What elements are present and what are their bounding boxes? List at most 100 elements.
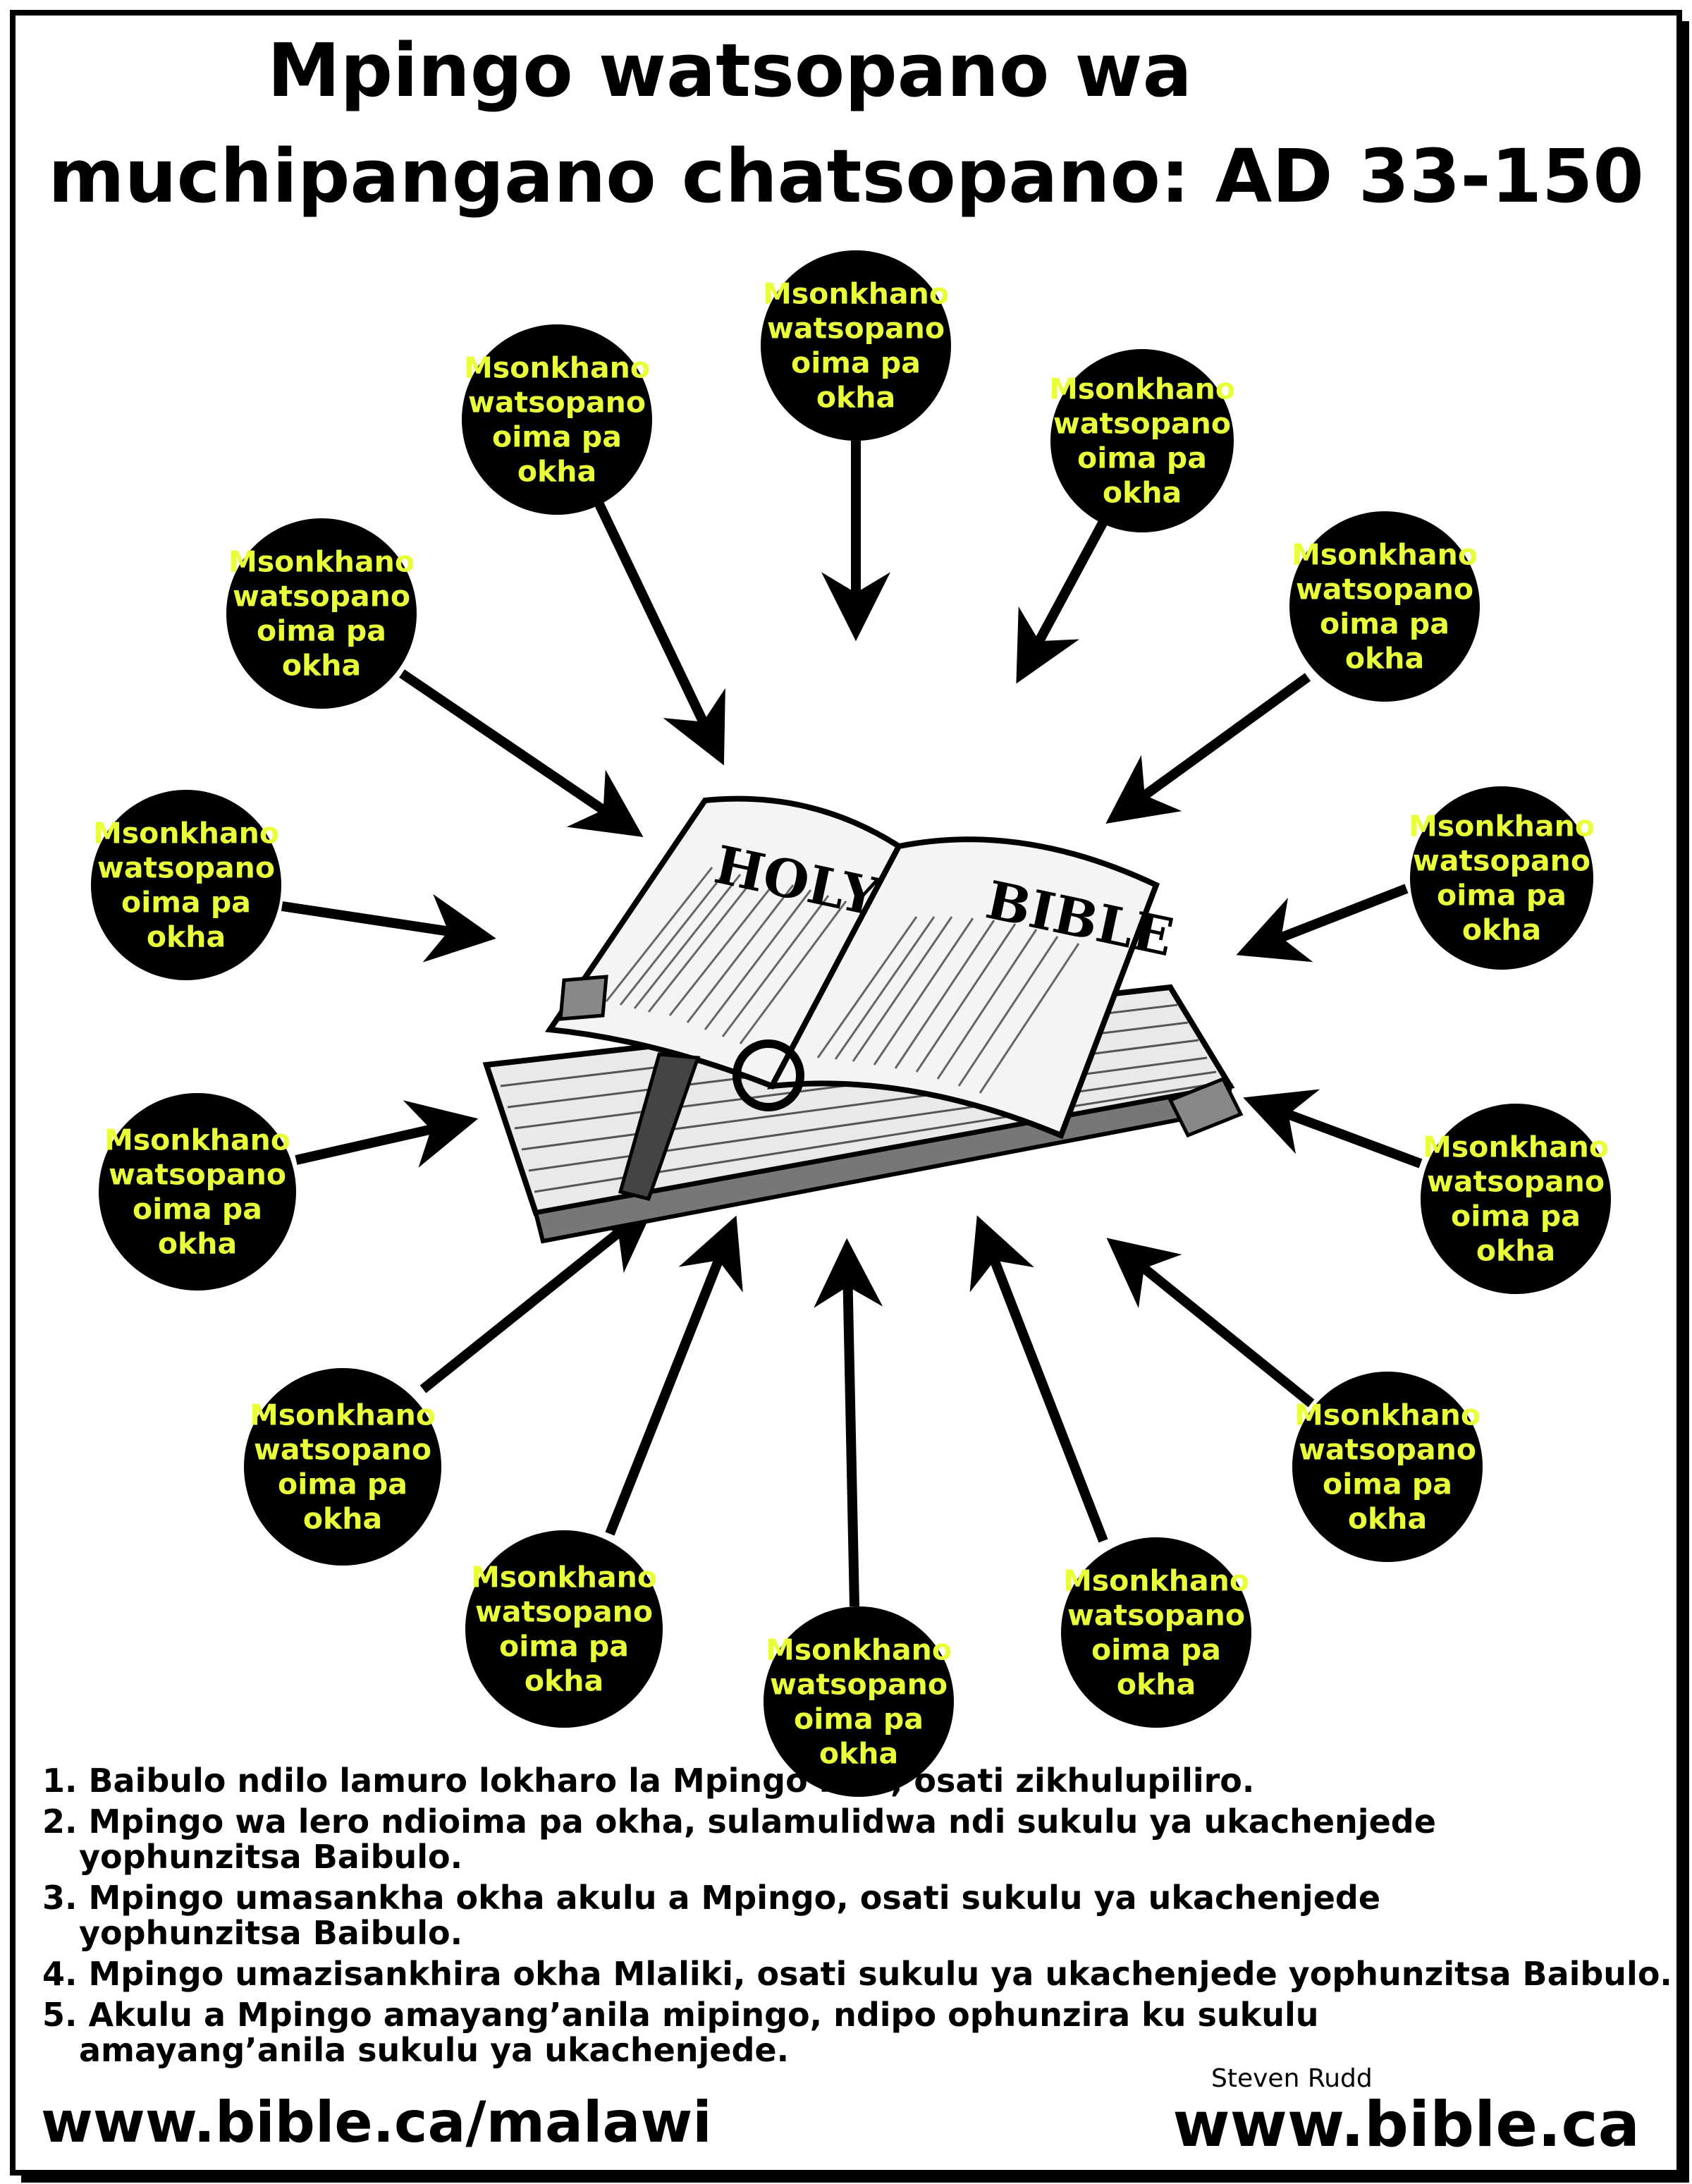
node-label-line: oima pa: [794, 1702, 924, 1736]
node-label-line: Msonkhano: [1294, 1398, 1480, 1432]
node-label-line: Msonkhano: [766, 1633, 952, 1667]
node-label-line: oima pa: [121, 886, 251, 920]
node-label-line: okha: [282, 649, 361, 683]
node-label-line: Msonkhano: [464, 351, 650, 385]
node-circle: [244, 1368, 441, 1566]
arrow-to-bible: [814, 1238, 883, 1607]
arrow-to-bible: [419, 1202, 656, 1393]
node-label-line: watsopano: [1299, 1433, 1476, 1467]
node-label-line: oima pa: [278, 1468, 407, 1501]
note-text: 5. Akulu a Mpingo amayang’anila mipingo,…: [42, 1996, 1319, 2034]
node-label-line: watsopano: [254, 1433, 431, 1467]
node-label-line: okha: [819, 1737, 898, 1771]
node-label-line: oima pa: [791, 346, 921, 380]
node-label-line: oima pa: [257, 614, 386, 648]
node-circle: [465, 1530, 663, 1728]
node-label-line: watsopano: [1413, 844, 1590, 878]
node-label-line: watsopano: [468, 386, 646, 420]
node-label-line: Msonkhano: [250, 1398, 436, 1432]
arrow-to-bible: [1236, 884, 1409, 963]
arrow-to-bible: [969, 1215, 1108, 1543]
node-label-line: watsopano: [770, 1668, 948, 1702]
node-label-line: Msonkhano: [1423, 1130, 1609, 1164]
title-line-1: Mpingo watsopano wa: [267, 28, 1192, 114]
node-label-line: Msonkhano: [471, 1561, 657, 1594]
node-label-line: oima pa: [492, 420, 622, 454]
note-item: 5. Akulu a Mpingo amayang’anila mipingo,…: [42, 1997, 1664, 2068]
note-item: 4. Mpingo umazisankhira okha Mlaliki, os…: [42, 1956, 1672, 1991]
node-label-line: okha: [1345, 642, 1424, 676]
note-text-continued: amayang’anila sukulu ya ukachenjede.: [79, 2031, 790, 2069]
note-text: 1. Baibulo ndilo lamuro lokharo la Mping…: [42, 1762, 1255, 1800]
arrow-to-bible: [1106, 1238, 1315, 1408]
node-label-line: okha: [303, 1502, 382, 1536]
author-credit: Steven Rudd: [1211, 2064, 1373, 2093]
arrow-to-bible: [594, 501, 725, 766]
note-item: 1. Baibulo ndilo lamuro lokharo la Mping…: [42, 1763, 1664, 1798]
node-circle: [761, 250, 951, 441]
arrow-to-bible: [281, 893, 496, 963]
node-circle: [1410, 786, 1593, 970]
node-circle: [91, 790, 281, 980]
node-label-line: okha: [1348, 1502, 1427, 1536]
arrows-layer: [281, 441, 1423, 1607]
node-circle: [1050, 349, 1234, 532]
arrow-to-bible: [1243, 1089, 1423, 1169]
arrow-to-bible: [1016, 519, 1108, 684]
node-label-line: Msonkhano: [228, 545, 415, 579]
node-label-line: oima pa: [1451, 1200, 1581, 1233]
node-label-line: Msonkhano: [1049, 372, 1235, 406]
note-text: 4. Mpingo umazisankhira okha Mlaliki, os…: [42, 1955, 1672, 1993]
node-label-line: oima pa: [1091, 1633, 1221, 1667]
node-label-line: okha: [158, 1227, 237, 1261]
node-circle: [1421, 1104, 1611, 1294]
node-label-line: watsopano: [233, 580, 410, 614]
note-text-continued: yophunzitsa Baibulo.: [79, 1914, 463, 1952]
note-text-continued: yophunzitsa Baibulo.: [79, 1838, 463, 1876]
node-circle: [764, 1606, 954, 1797]
node-label-line: watsopano: [475, 1595, 653, 1629]
footer-link-bible[interactable]: www.bible.ca: [1172, 2088, 1640, 2161]
node-circle: [1061, 1537, 1251, 1728]
node-label-line: watsopano: [1427, 1165, 1605, 1199]
border-shadow-right: [1676, 21, 1689, 2176]
node-label-line: oima pa: [499, 1630, 629, 1664]
holy-bible-icon: HOLY BIBLE: [482, 795, 1244, 1244]
note-text: 3. Mpingo umasankha okha akulu a Mpingo,…: [42, 1879, 1381, 1917]
node-label-line: okha: [1103, 476, 1182, 510]
node-label-line: oima pa: [1437, 879, 1567, 913]
note-text: 2. Mpingo wa lero ndioima pa okha, sulam…: [42, 1802, 1436, 1841]
node-label-line: Msonkhano: [93, 817, 279, 850]
node-label-line: Msonkhano: [1292, 538, 1478, 572]
border-shadow-bottom: [21, 2170, 1689, 2183]
node-label-line: Msonkhano: [104, 1123, 290, 1157]
node-label-line: Msonkhano: [1409, 810, 1595, 843]
node-circle: [226, 518, 417, 709]
node-label-line: okha: [1462, 913, 1541, 947]
node-label-line: okha: [1476, 1234, 1555, 1268]
node-label-line: oima pa: [1077, 441, 1207, 475]
arrow-to-bible: [399, 669, 644, 837]
node-label-line: okha: [517, 455, 596, 489]
node-label-line: okha: [1117, 1668, 1196, 1702]
node-circle: [462, 324, 652, 515]
node-label-line: watsopano: [109, 1158, 286, 1192]
node-label-line: watsopano: [1053, 407, 1231, 441]
footer-link-malawi[interactable]: www.bible.ca/malawi: [41, 2090, 712, 2155]
node-label-line: oima pa: [1320, 607, 1449, 641]
node-circle: [99, 1093, 296, 1291]
node-label-line: okha: [816, 381, 895, 415]
arrow-to-bible: [1105, 673, 1311, 824]
